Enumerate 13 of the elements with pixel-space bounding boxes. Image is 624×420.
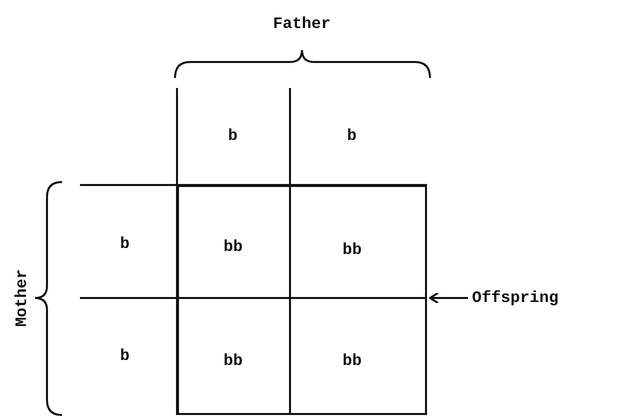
genotype-label: bb xyxy=(224,352,243,370)
allele-label: b xyxy=(120,235,130,253)
parent-label: Father xyxy=(273,15,331,33)
allele-label: b xyxy=(120,347,130,365)
allele-label: b xyxy=(347,127,357,145)
parent-label: Mother xyxy=(12,269,31,327)
genotype-label: bb xyxy=(224,238,243,256)
genotype-label: bb xyxy=(342,352,362,370)
allele-label: b xyxy=(228,127,238,145)
offspring-label: Offspring xyxy=(472,288,558,308)
arrow xyxy=(429,292,468,304)
offspring-grid xyxy=(177,185,427,415)
genotype-label: bb xyxy=(342,241,362,259)
